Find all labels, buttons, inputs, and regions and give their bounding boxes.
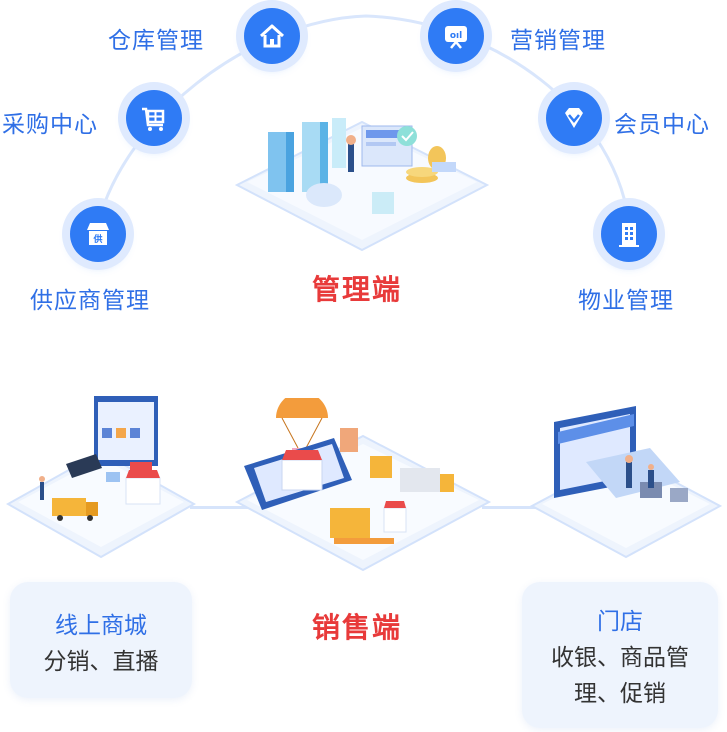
cart-icon <box>142 107 165 131</box>
member-label: 会员中心 <box>614 112 710 138</box>
sales-connector-right <box>482 506 544 509</box>
warehouse-label: 仓库管理 <box>108 28 204 54</box>
marketing-node[interactable]: oıl <box>428 8 484 64</box>
online-shop-heading: 线上商城 <box>55 613 147 639</box>
house-icon <box>259 24 285 48</box>
online-shop-description: 分销、直播 <box>43 649 159 675</box>
property-label: 物业管理 <box>578 288 674 314</box>
online-shop-illustration <box>6 396 196 559</box>
sales-connector-left <box>190 506 250 509</box>
diamond-icon <box>565 108 583 128</box>
store-illustration <box>530 406 722 559</box>
store-description-line1: 收银、商品管 <box>551 645 689 671</box>
chart-screen-icon: oıl <box>445 26 467 49</box>
sales-title: 销售端 <box>312 611 403 644</box>
supplier-label: 供应商管理 <box>30 288 150 314</box>
svg-text:oıl: oıl <box>450 31 462 41</box>
purchase-label: 采购中心 <box>2 112 98 138</box>
building-icon <box>619 223 639 247</box>
store-description-line2: 理、促销 <box>574 681 666 707</box>
store-card[interactable]: 门店 收银、商品管 理、促销 <box>522 582 718 728</box>
supplier-store-icon: 供 <box>87 223 109 245</box>
store-heading: 门店 <box>597 609 643 635</box>
management-title: 管理端 <box>312 273 403 306</box>
warehouse-node[interactable] <box>244 8 300 64</box>
online-shop-card[interactable]: 线上商城 分销、直播 <box>10 582 192 698</box>
management-platform-illustration <box>234 118 490 252</box>
property-node[interactable] <box>601 206 657 262</box>
marketing-label: 营销管理 <box>510 28 606 54</box>
supplier-node[interactable]: 供 <box>70 206 126 262</box>
sales-platform-illustration <box>234 398 492 572</box>
purchase-node[interactable] <box>126 90 182 146</box>
supplier-badge: 供 <box>92 233 102 245</box>
member-node[interactable] <box>546 90 602 146</box>
